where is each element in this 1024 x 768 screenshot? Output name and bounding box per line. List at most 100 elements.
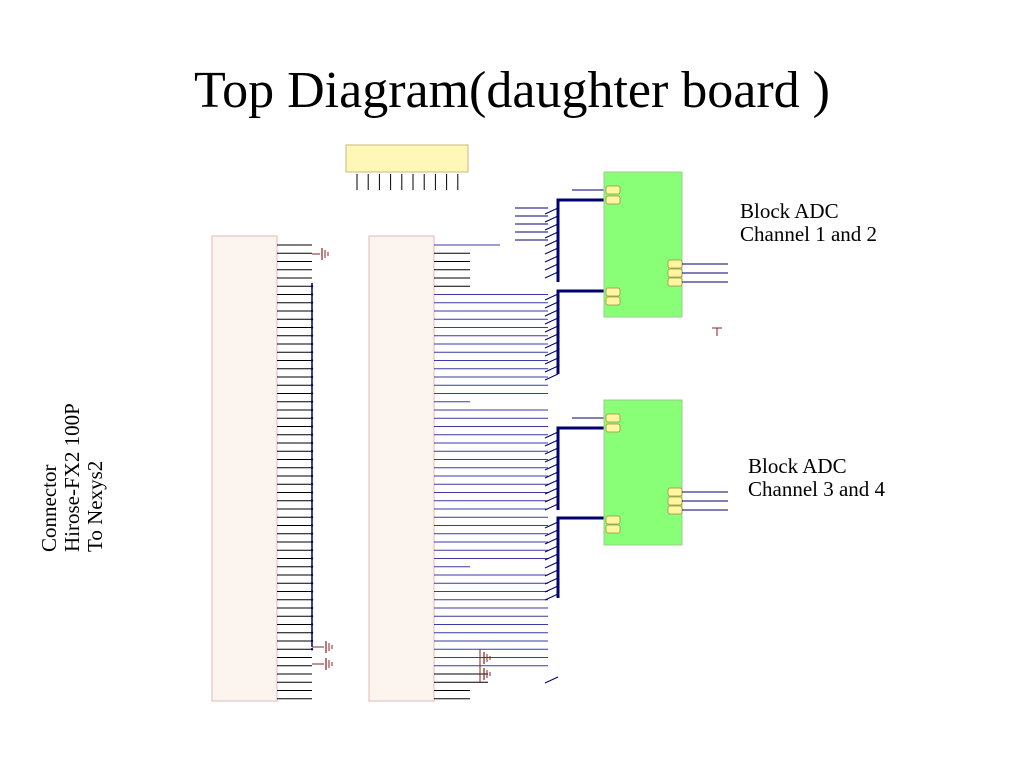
bus-junction-dot bbox=[310, 623, 314, 626]
bus-adc2-b bbox=[556, 516, 606, 598]
bus-entry bbox=[544, 593, 559, 601]
bus-entry bbox=[544, 431, 559, 439]
adc-block-ch34-output-pin bbox=[667, 505, 683, 515]
bus-entry bbox=[544, 585, 559, 593]
connector-label-line3: To Nexys2 bbox=[83, 460, 107, 552]
bus-junction-dot bbox=[310, 433, 314, 436]
block-adc-ch34-label: Block ADC Channel 3 and 4 bbox=[748, 455, 885, 501]
bus-adc1-b bbox=[556, 289, 606, 374]
bus-junction-dot bbox=[310, 359, 314, 362]
adc-block-ch34-input-pin bbox=[605, 515, 621, 525]
connector-left-body bbox=[211, 235, 278, 702]
bus-entry bbox=[544, 223, 559, 231]
block-adc-ch34-title: Block ADC bbox=[748, 454, 847, 478]
bus-entry bbox=[544, 231, 559, 239]
adc-block-ch34-input-pin bbox=[605, 423, 621, 433]
bus-junction-dot bbox=[310, 326, 314, 329]
bus-junction-dot bbox=[310, 590, 314, 593]
connector-label: Connector Hirose-FX2 100P To Nexys2 bbox=[37, 403, 107, 552]
bus-entry bbox=[544, 301, 559, 309]
adc-block-ch12-input-pin bbox=[605, 195, 621, 205]
bus-adc1-a bbox=[556, 198, 606, 282]
bus-junction-dot bbox=[310, 565, 314, 568]
bus-entry bbox=[544, 577, 559, 585]
bus-junction-dot bbox=[310, 524, 314, 527]
bus-junction-dot bbox=[310, 285, 314, 288]
connector-right-body bbox=[368, 235, 435, 702]
bus-junction-dot bbox=[310, 450, 314, 453]
adc-block-ch12-input-pin bbox=[605, 185, 621, 195]
bus-entry bbox=[544, 341, 559, 349]
bus-entry bbox=[544, 255, 559, 263]
bus-junction-dot bbox=[310, 573, 314, 577]
adc-block-ch12-input-pin bbox=[605, 287, 621, 297]
bus-junction-dot bbox=[310, 491, 314, 494]
bus-entry bbox=[544, 479, 559, 487]
adc-block-ch34-output-pin bbox=[667, 496, 683, 506]
bus-junction-dot bbox=[310, 582, 314, 585]
bus-entry bbox=[544, 247, 559, 255]
adc-block-ch12-output-pin bbox=[667, 277, 683, 287]
connector-label-line1: Connector bbox=[37, 464, 61, 552]
bus-junction-dot bbox=[310, 466, 314, 469]
bus-entry bbox=[544, 537, 559, 545]
adc-block-ch12-output-pin bbox=[667, 259, 683, 269]
bus-junction-dot bbox=[310, 639, 314, 643]
bus-junction-dot bbox=[310, 318, 314, 321]
bus-entry bbox=[544, 471, 559, 479]
bus-entry bbox=[544, 373, 559, 381]
bus-junction-dot bbox=[310, 309, 314, 313]
adc-block-ch12-output-pin bbox=[667, 268, 683, 278]
adc-block-ch12-input-pin bbox=[605, 296, 621, 306]
bus-entry bbox=[544, 487, 559, 495]
bus-entry bbox=[544, 463, 559, 471]
adc-block-ch34-output-pin bbox=[667, 487, 683, 497]
bus-entry bbox=[544, 447, 559, 455]
page-title: Top Diagram(daughter board ) bbox=[193, 62, 830, 119]
block-adc-ch12-channels: Channel 1 and 2 bbox=[740, 222, 878, 246]
bus-junction-dot bbox=[310, 474, 314, 478]
bus-entry bbox=[544, 333, 559, 341]
bus-junction-dot bbox=[310, 549, 314, 552]
bus-entry bbox=[544, 293, 559, 301]
bus-junction-dot bbox=[310, 334, 314, 337]
block-adc-ch12-title: Block ADC bbox=[740, 199, 839, 223]
bus-entry bbox=[544, 439, 559, 447]
bus-entry bbox=[544, 349, 559, 357]
bus-entry bbox=[544, 271, 559, 279]
bus-junction-dot bbox=[310, 425, 314, 428]
block-adc-ch12-label: Block ADC Channel 1 and 2 bbox=[740, 200, 877, 246]
bus-junction-dot bbox=[310, 400, 314, 403]
bus-junction-dot bbox=[310, 367, 314, 370]
bus-entry bbox=[544, 561, 559, 569]
bus-junction-dot bbox=[310, 557, 314, 560]
bus-junction-dot bbox=[310, 540, 314, 544]
bus-junction-dot bbox=[310, 458, 314, 461]
bus-entry bbox=[544, 215, 559, 223]
bus-entry bbox=[544, 553, 559, 561]
connector-label-line2: Hirose-FX2 100P bbox=[60, 403, 84, 552]
bus-junction-dot bbox=[310, 375, 314, 379]
bus-junction-dot bbox=[310, 598, 314, 601]
bus-entry bbox=[544, 569, 559, 577]
bus-junction-dot bbox=[310, 516, 314, 519]
bus-junction-dot bbox=[310, 351, 314, 354]
bus-junction-dot bbox=[310, 532, 314, 535]
bus-entry bbox=[544, 263, 559, 271]
block-adc-ch34-channels: Channel 3 and 4 bbox=[748, 477, 886, 501]
bus-junction-dot bbox=[310, 499, 314, 502]
bus-junction-dot bbox=[310, 293, 314, 296]
bus-entry bbox=[544, 317, 559, 325]
bus-junction-dot bbox=[310, 441, 314, 445]
bus-junction-dot bbox=[310, 483, 314, 486]
bus-entry bbox=[544, 495, 559, 503]
bus-junction-dot bbox=[310, 417, 314, 420]
bus-junction-dot bbox=[310, 507, 314, 511]
bus-entry bbox=[544, 545, 559, 553]
bus-entry bbox=[544, 365, 559, 373]
bus-junction-dot bbox=[310, 301, 314, 304]
bus-entry bbox=[544, 529, 559, 537]
bus-entry bbox=[544, 325, 559, 333]
bus-junction-dot bbox=[310, 606, 314, 610]
